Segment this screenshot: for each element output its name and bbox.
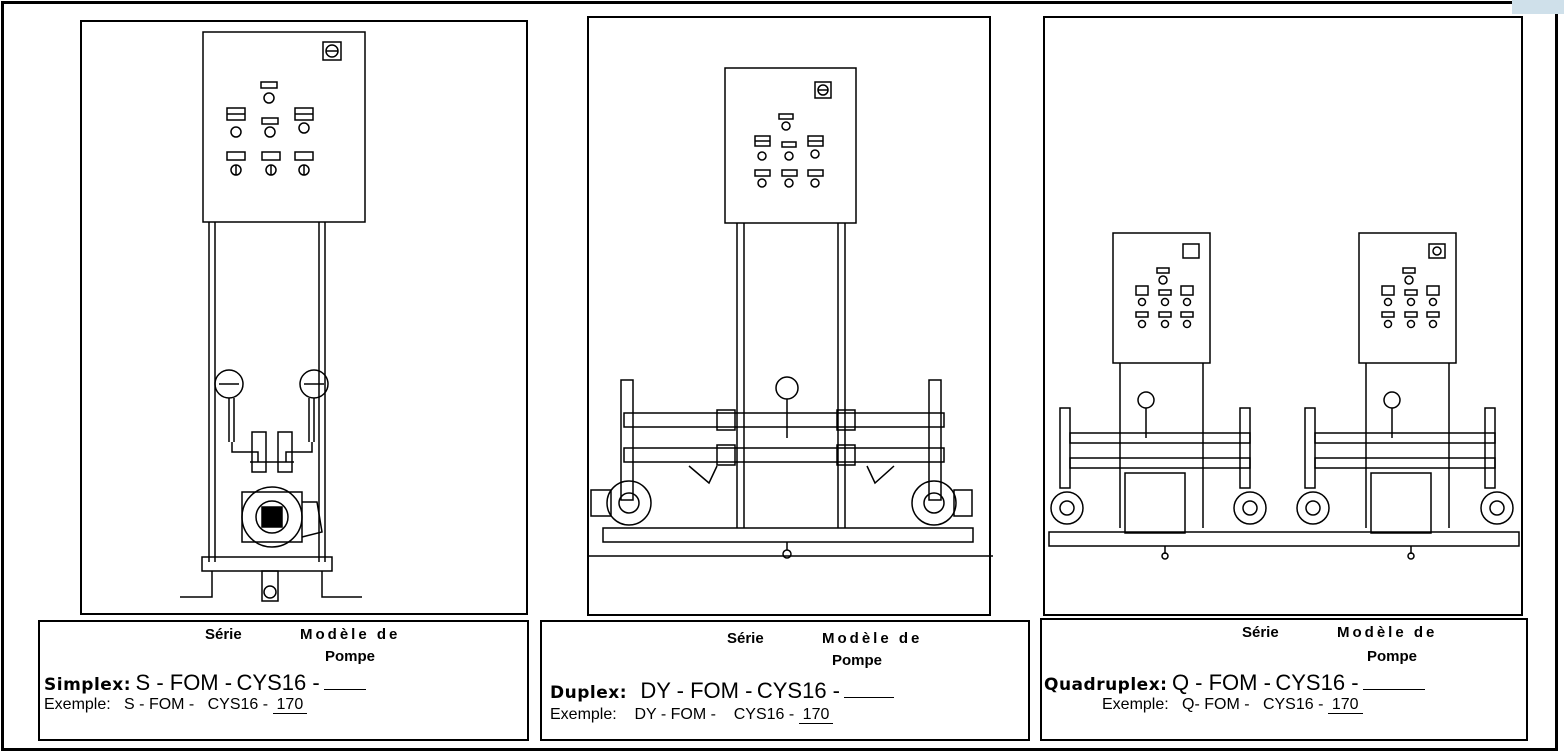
simplex-drawing-panel xyxy=(80,20,528,615)
code-prefix: S - FOM - xyxy=(135,670,233,695)
simplex-drawing xyxy=(180,31,366,602)
pompe-header: Pompe xyxy=(325,648,376,665)
type-label: Simplex: xyxy=(44,675,132,695)
duplex-drawing xyxy=(589,67,993,559)
code-blank xyxy=(324,673,367,690)
example-value: 170 xyxy=(1327,696,1363,714)
duplex-caption-box: Série Modèle de Pompe Duplex: DY - FOM -… xyxy=(540,620,1030,741)
modele-header: Modèle de xyxy=(1337,624,1438,641)
code-mid: CYS16 - xyxy=(756,678,840,703)
pompe-header: Pompe xyxy=(832,652,883,669)
quadruplex-drawing-panel xyxy=(1043,16,1523,616)
code-prefix: DY - FOM - xyxy=(640,678,753,703)
example-prefix: DY - FOM - xyxy=(634,706,716,723)
modele-header: Modèle de xyxy=(822,630,923,647)
example-mid: CYS16 - xyxy=(1262,696,1324,713)
example-mid: CYS16 - xyxy=(733,706,795,723)
pompe-header: Pompe xyxy=(1367,648,1418,665)
serie-header: Série xyxy=(1242,624,1279,641)
simplex-example-line: Exemple: S - FOM - CYS16 - 170 xyxy=(44,696,308,714)
quadruplex-code-line: Quadruplex: Q - FOM - CYS16 - xyxy=(1044,670,1425,696)
example-mid: CYS16 - xyxy=(207,696,269,713)
duplex-drawing-panel xyxy=(587,16,993,616)
quadruplex-drawing xyxy=(1048,232,1520,560)
example-prefix: S - FOM - xyxy=(124,696,195,713)
serie-header: Série xyxy=(205,626,242,643)
simplex-code-line: Simplex: S - FOM - CYS16 - xyxy=(44,670,367,696)
quadruplex-example-line: Exemple: Q- FOM - CYS16 - 170 xyxy=(1102,696,1363,714)
type-label: Duplex: xyxy=(550,683,628,703)
quadruplex-caption-box: Série Modèle de Pompe Quadruplex: Q - FO… xyxy=(1040,618,1528,741)
duplex-example-line: Exemple: DY - FOM - CYS16 - 170 xyxy=(550,706,834,724)
example-label: Exemple: xyxy=(44,696,111,713)
code-prefix: Q - FOM - xyxy=(1171,670,1271,695)
simplex-caption-box: Série Modèle de Pompe Simplex: S - FOM -… xyxy=(38,620,529,741)
code-blank xyxy=(844,681,895,698)
modele-header: Modèle de xyxy=(300,626,401,643)
example-prefix: Q- FOM - xyxy=(1182,696,1250,713)
duplex-code-line: Duplex: DY - FOM - CYS16 - xyxy=(550,678,895,704)
example-value: 170 xyxy=(272,696,308,714)
example-label: Exemple: xyxy=(1102,696,1169,713)
corner-tab xyxy=(1512,0,1564,14)
code-blank xyxy=(1362,673,1425,690)
code-mid: CYS16 - xyxy=(236,670,320,695)
type-label: Quadruplex: xyxy=(1044,675,1168,695)
serie-header: Série xyxy=(727,630,764,647)
code-mid: CYS16 - xyxy=(1275,670,1359,695)
example-label: Exemple: xyxy=(550,706,617,723)
example-value: 170 xyxy=(798,706,834,724)
